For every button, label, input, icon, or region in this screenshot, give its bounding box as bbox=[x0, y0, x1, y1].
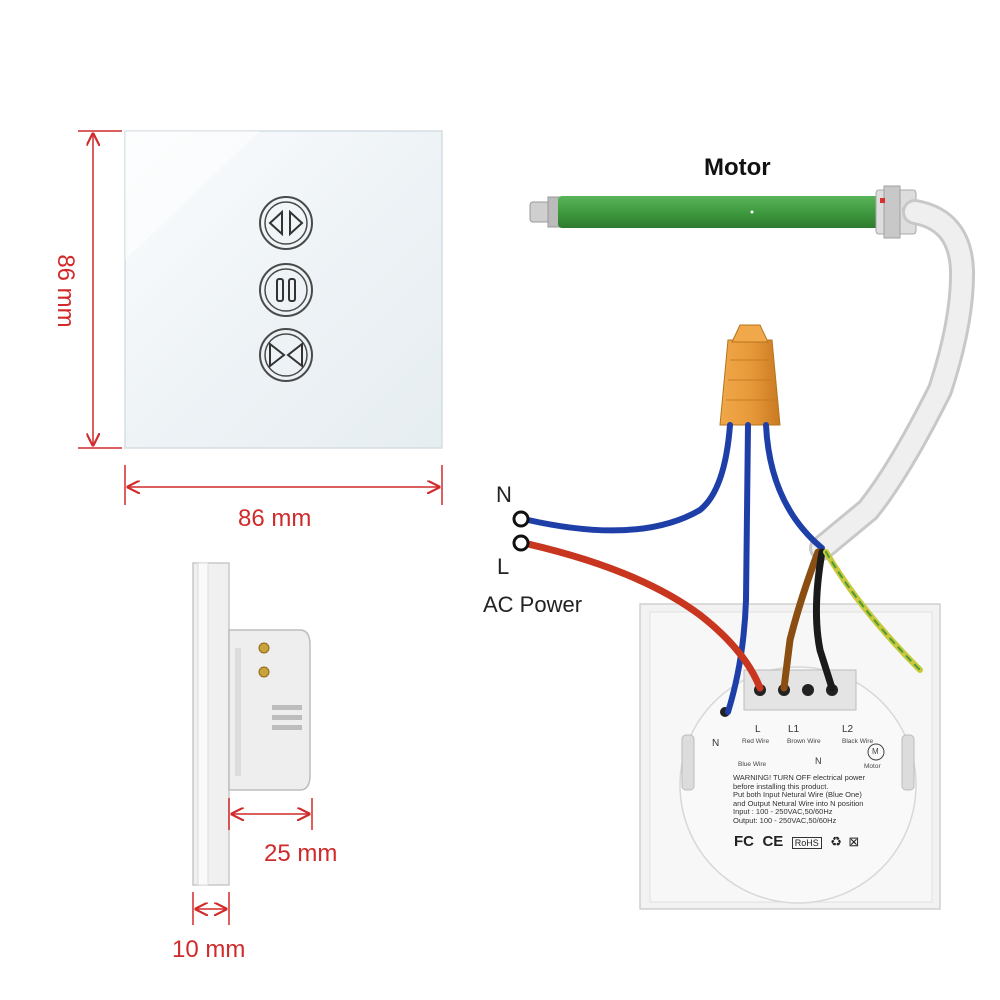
depth-label: 25 mm bbox=[264, 840, 338, 867]
front-glass-panel bbox=[124, 130, 443, 449]
blue-wire-label: Blue Wire bbox=[738, 761, 767, 768]
ac-power-label: AC Power bbox=[483, 592, 583, 617]
ac-terminals bbox=[512, 510, 530, 552]
wires bbox=[524, 422, 923, 715]
motor-label: Motor bbox=[704, 154, 771, 181]
certification-marks: FC CE RoHS ♻ ⊠ bbox=[734, 833, 859, 851]
terminal-l-label: L bbox=[497, 554, 510, 579]
side-view bbox=[192, 562, 311, 886]
back-terminal-n2: N bbox=[815, 756, 822, 766]
back-terminal-l1: L1 bbox=[788, 724, 800, 735]
width-label: 86 mm bbox=[238, 505, 312, 532]
rohs-mark: RoHS bbox=[791, 837, 822, 849]
fc-mark: FC bbox=[734, 833, 754, 850]
height-dimension bbox=[78, 130, 122, 449]
thickness-dimension bbox=[192, 892, 230, 925]
thickness-label: 10 mm bbox=[172, 936, 246, 963]
recycle-icon: ♻ bbox=[830, 834, 842, 849]
ce-mark: CE bbox=[762, 833, 784, 850]
black-wire-label: Black Wire bbox=[842, 738, 874, 745]
motor-small-label: Motor bbox=[864, 763, 881, 770]
red-wire-label: Red Wire bbox=[742, 738, 770, 745]
open-curtain-icon bbox=[259, 196, 313, 250]
depth-dimension bbox=[228, 798, 313, 830]
back-terminal-n: N bbox=[712, 738, 720, 749]
width-dimension bbox=[124, 465, 443, 505]
pause-icon bbox=[259, 263, 313, 317]
weee-bin-icon: ⊠ bbox=[848, 834, 860, 849]
back-terminal-l: L bbox=[755, 724, 761, 735]
height-label: 86 mm bbox=[52, 254, 79, 328]
brown-wire-label: Brown Wire bbox=[787, 738, 821, 745]
motor-symbol: M bbox=[872, 747, 879, 756]
back-terminal-l2: L2 bbox=[842, 724, 854, 735]
terminal-n-label: N bbox=[496, 482, 512, 507]
switch-back-module bbox=[639, 603, 941, 910]
wire-connector bbox=[719, 324, 781, 426]
warning-text: WARNING! TURN OFF electrical power befor… bbox=[733, 773, 866, 825]
tubular-motor bbox=[529, 185, 917, 239]
close-curtain-icon bbox=[259, 328, 313, 382]
